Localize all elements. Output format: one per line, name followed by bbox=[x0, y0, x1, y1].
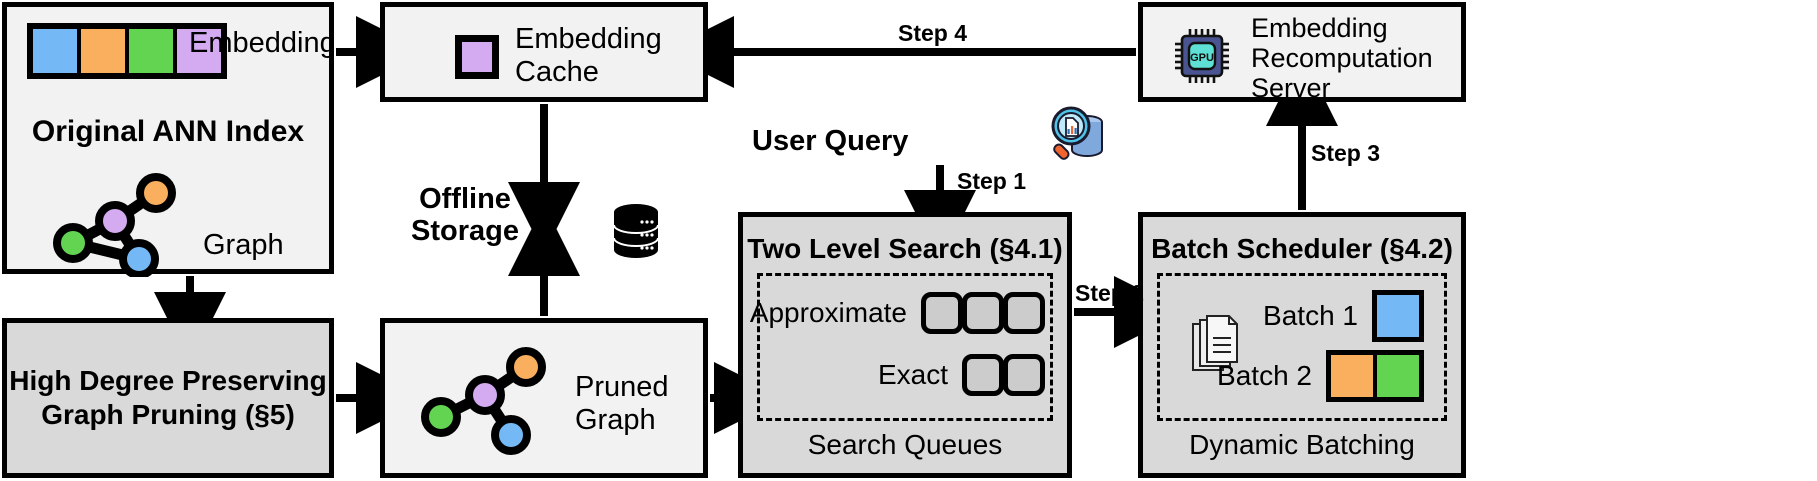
queue-row-exact: Exact bbox=[760, 354, 1045, 396]
step-4-label: Step 4 bbox=[898, 20, 968, 46]
embedding-recomputation-server-box: GPU Embedding Recomputation Server bbox=[1138, 2, 1466, 104]
batch-1-label: Batch 1 bbox=[1263, 300, 1358, 331]
gpu-chip-icon: GPU bbox=[1175, 29, 1229, 83]
embedding-label: Embedding bbox=[189, 27, 336, 59]
queue-row-approximate: Approximate bbox=[750, 292, 1045, 334]
pruned-graph-illustration bbox=[421, 347, 546, 455]
embedding-swatch-blue bbox=[33, 29, 77, 73]
user-query-label: User Query bbox=[752, 125, 909, 157]
batch-swatch-blue bbox=[1377, 295, 1419, 337]
search-queues-group: Approximate Exact bbox=[750, 273, 1053, 421]
batch-scheduler-title: Batch Scheduler (§4.2) bbox=[1151, 233, 1453, 264]
dynamic-batching-footer: Dynamic Batching bbox=[1189, 429, 1415, 460]
embedding-swatch-green bbox=[129, 29, 173, 73]
queue-label-exact: Exact bbox=[877, 359, 948, 390]
graph-label: Graph bbox=[203, 229, 284, 261]
embedding-swatch-orange bbox=[81, 29, 125, 73]
offline-storage-label: Offline Storage bbox=[411, 183, 519, 248]
graph-pruning-title: High Degree Preserving Graph Pruning (§5… bbox=[9, 365, 327, 430]
batch-scheduler-box: Batch Scheduler (§4.2) Batch 1 Batch 2 bbox=[1138, 212, 1466, 478]
step-3-label: Step 3 bbox=[1311, 140, 1381, 166]
search-queues-footer: Search Queues bbox=[807, 429, 1003, 460]
step-1-label: Step 1 bbox=[957, 168, 1027, 194]
original-ann-index-title: Original ANN Index bbox=[31, 115, 305, 148]
batch-swatch-green bbox=[1377, 355, 1419, 397]
gpu-icon-label: GPU bbox=[1190, 52, 1214, 64]
two-level-search-title: Two Level Search (§4.1) bbox=[747, 233, 1063, 264]
queue-cell[interactable] bbox=[962, 354, 1004, 396]
two-level-search-box: Two Level Search (§4.1) Approximate Exac… bbox=[738, 212, 1072, 478]
embedding-swatch bbox=[27, 23, 227, 79]
step-2-label: Step 2 bbox=[1075, 280, 1145, 306]
graph-pruning-box: High Degree Preserving Graph Pruning (§5… bbox=[2, 318, 334, 478]
original-ann-index-box: Embedding Original ANN Index Graph bbox=[2, 2, 336, 277]
queue-label-approximate: Approximate bbox=[749, 297, 907, 328]
embedding-recomputation-server-title: Embedding Recomputation Server bbox=[1251, 13, 1433, 104]
embedding-cache-swatch-icon bbox=[455, 35, 499, 79]
batch-swatch-orange bbox=[1331, 355, 1373, 397]
queue-cell[interactable] bbox=[921, 292, 963, 334]
embedding-cache-box: Embedding Cache bbox=[380, 2, 708, 102]
queue-cell[interactable] bbox=[1003, 354, 1045, 396]
documents-icon bbox=[1192, 315, 1238, 371]
search-database-icon bbox=[1051, 106, 1103, 160]
queue-cell[interactable] bbox=[962, 292, 1004, 334]
embedding-cache-title: Embedding Cache bbox=[515, 23, 662, 89]
pruned-graph-label: Pruned Graph bbox=[575, 371, 669, 436]
batch-row-1: Batch 1 bbox=[1263, 290, 1424, 342]
embedding-swatch-purple bbox=[177, 29, 221, 73]
batch-2-swatches bbox=[1326, 350, 1424, 402]
ann-graph-illustration bbox=[53, 173, 176, 277]
database-cylinder-icon bbox=[613, 204, 659, 258]
batch-1-swatches bbox=[1372, 290, 1424, 342]
queue-cells-exact bbox=[962, 354, 1045, 396]
batch-2-label: Batch 2 bbox=[1217, 360, 1312, 391]
dynamic-batching-group: Batch 1 Batch 2 bbox=[1157, 273, 1447, 421]
pruned-graph-box: Pruned Graph bbox=[380, 318, 708, 478]
batch-row-2: Batch 2 bbox=[1217, 350, 1424, 402]
queue-cells-approximate bbox=[921, 292, 1045, 334]
queue-cell[interactable] bbox=[1003, 292, 1045, 334]
